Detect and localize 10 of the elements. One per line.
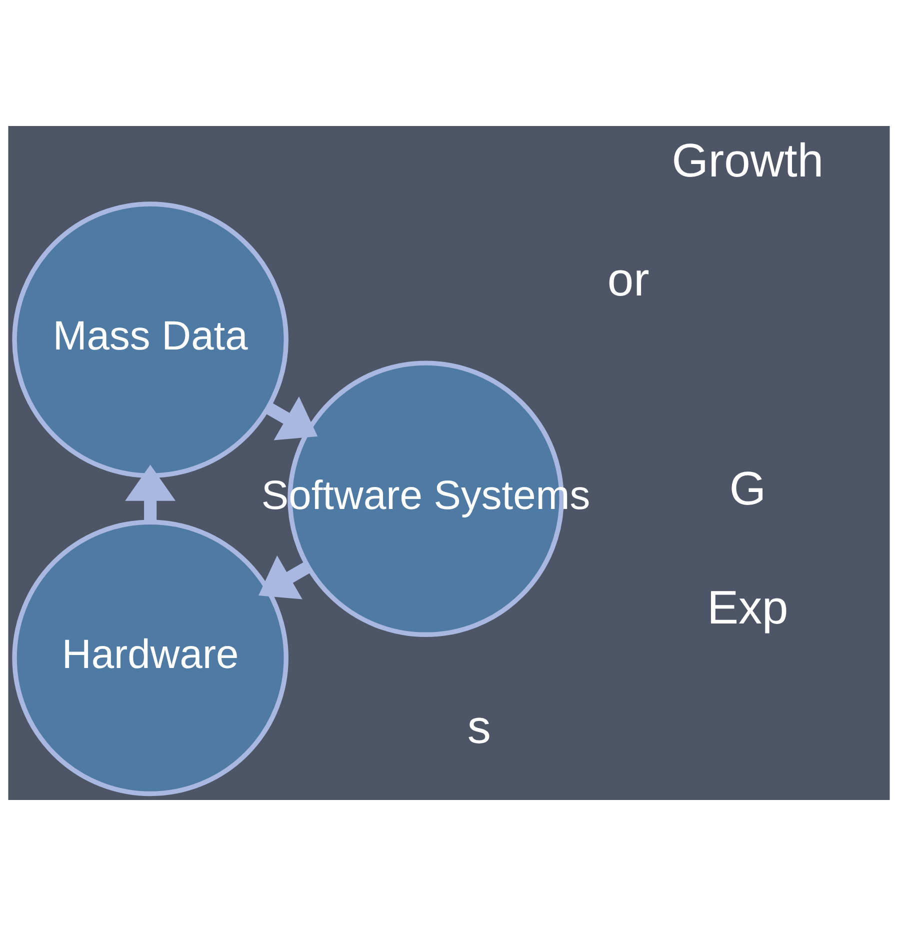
- label: Growth: [672, 132, 824, 186]
- label: or: [607, 252, 650, 306]
- node-circle: Mass Data: [12, 201, 288, 478]
- label: s: [467, 699, 491, 752]
- label: Exp: [707, 580, 788, 634]
- label: G: [729, 460, 766, 514]
- arrow: [264, 396, 318, 440]
- node-circle: Hardware: [12, 519, 288, 796]
- arrow: [125, 464, 176, 522]
- arrow: [258, 555, 312, 599]
